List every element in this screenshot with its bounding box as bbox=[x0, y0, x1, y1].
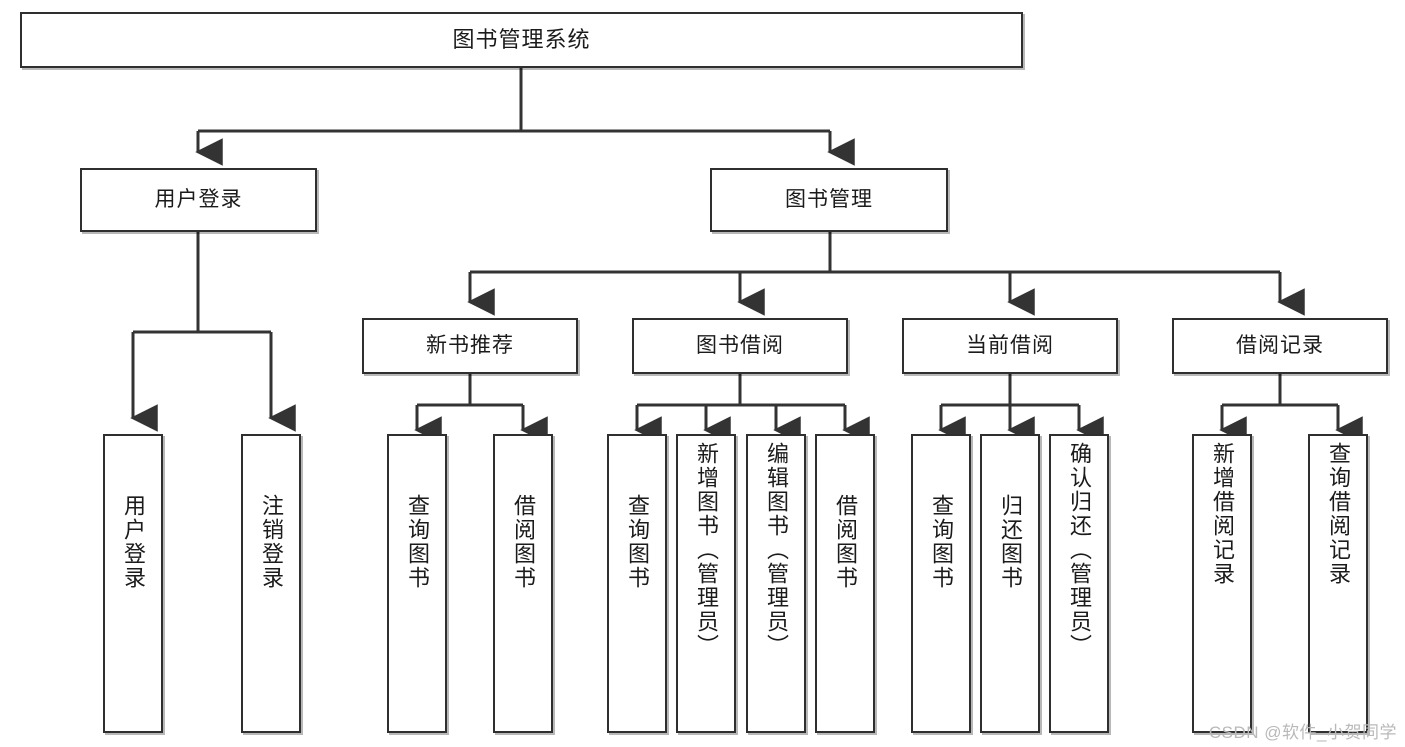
node-label: 编辑图书（管理员） bbox=[763, 442, 789, 658]
node-book-borrow[interactable]: 图书借阅 bbox=[632, 318, 848, 374]
leaf-book-borrow-edit-book-admin[interactable]: 编辑图书（管理员） bbox=[746, 434, 806, 733]
node-label: 新增图书（管理员） bbox=[693, 442, 719, 658]
leaf-current-borrow-return-book[interactable]: 归还图书 bbox=[980, 434, 1040, 733]
node-label: 查询图书 bbox=[624, 494, 650, 590]
node-label: 新增借阅记录 bbox=[1209, 442, 1235, 586]
node-label: 新书推荐 bbox=[426, 334, 514, 358]
node-user-login[interactable]: 用户登录 bbox=[80, 168, 317, 232]
leaf-book-borrow-add-book-admin[interactable]: 新增图书（管理员） bbox=[676, 434, 736, 733]
node-label: 查询图书 bbox=[404, 494, 430, 590]
node-label: 用户登录 bbox=[154, 188, 243, 212]
node-label: 图书管理系统 bbox=[452, 26, 591, 52]
node-label: 借阅记录 bbox=[1236, 334, 1324, 358]
node-label: 确认归还（管理员） bbox=[1066, 442, 1092, 658]
leaf-new-book-query-book[interactable]: 查询图书 bbox=[387, 434, 447, 733]
node-book-management[interactable]: 图书管理 bbox=[710, 168, 948, 232]
node-label: 图书借阅 bbox=[696, 334, 784, 358]
leaf-current-borrow-confirm-return-admin[interactable]: 确认归还（管理员） bbox=[1049, 434, 1109, 733]
node-label: 借阅图书 bbox=[510, 494, 536, 590]
node-root-book-management-system[interactable]: 图书管理系统 bbox=[20, 12, 1023, 68]
watermark: CSDN @软件_小贺同学 bbox=[1208, 723, 1397, 742]
node-current-borrow[interactable]: 当前借阅 bbox=[902, 318, 1118, 374]
node-label: 查询借阅记录 bbox=[1325, 442, 1351, 586]
leaf-book-borrow-borrow-book[interactable]: 借阅图书 bbox=[815, 434, 875, 733]
node-label: 图书管理 bbox=[785, 188, 873, 212]
leaf-current-borrow-query-book[interactable]: 查询图书 bbox=[911, 434, 971, 733]
leaf-user-login-logout[interactable]: 注销登录 bbox=[241, 434, 301, 733]
leaf-borrow-records-add-record[interactable]: 新增借阅记录 bbox=[1192, 434, 1252, 733]
node-label: 注销登录 bbox=[258, 494, 284, 590]
leaf-new-book-borrow-book[interactable]: 借阅图书 bbox=[493, 434, 553, 733]
node-label: 归还图书 bbox=[997, 494, 1023, 590]
node-label: 借阅图书 bbox=[832, 494, 858, 590]
leaf-book-borrow-query-book[interactable]: 查询图书 bbox=[607, 434, 667, 733]
node-label: 查询图书 bbox=[928, 494, 954, 590]
node-label: 用户登录 bbox=[120, 494, 146, 590]
leaf-borrow-records-query-record[interactable]: 查询借阅记录 bbox=[1308, 434, 1368, 733]
node-label: 当前借阅 bbox=[966, 334, 1054, 358]
node-new-book-recommend[interactable]: 新书推荐 bbox=[362, 318, 578, 374]
leaf-user-login-login[interactable]: 用户登录 bbox=[103, 434, 163, 733]
node-borrow-records[interactable]: 借阅记录 bbox=[1172, 318, 1388, 374]
